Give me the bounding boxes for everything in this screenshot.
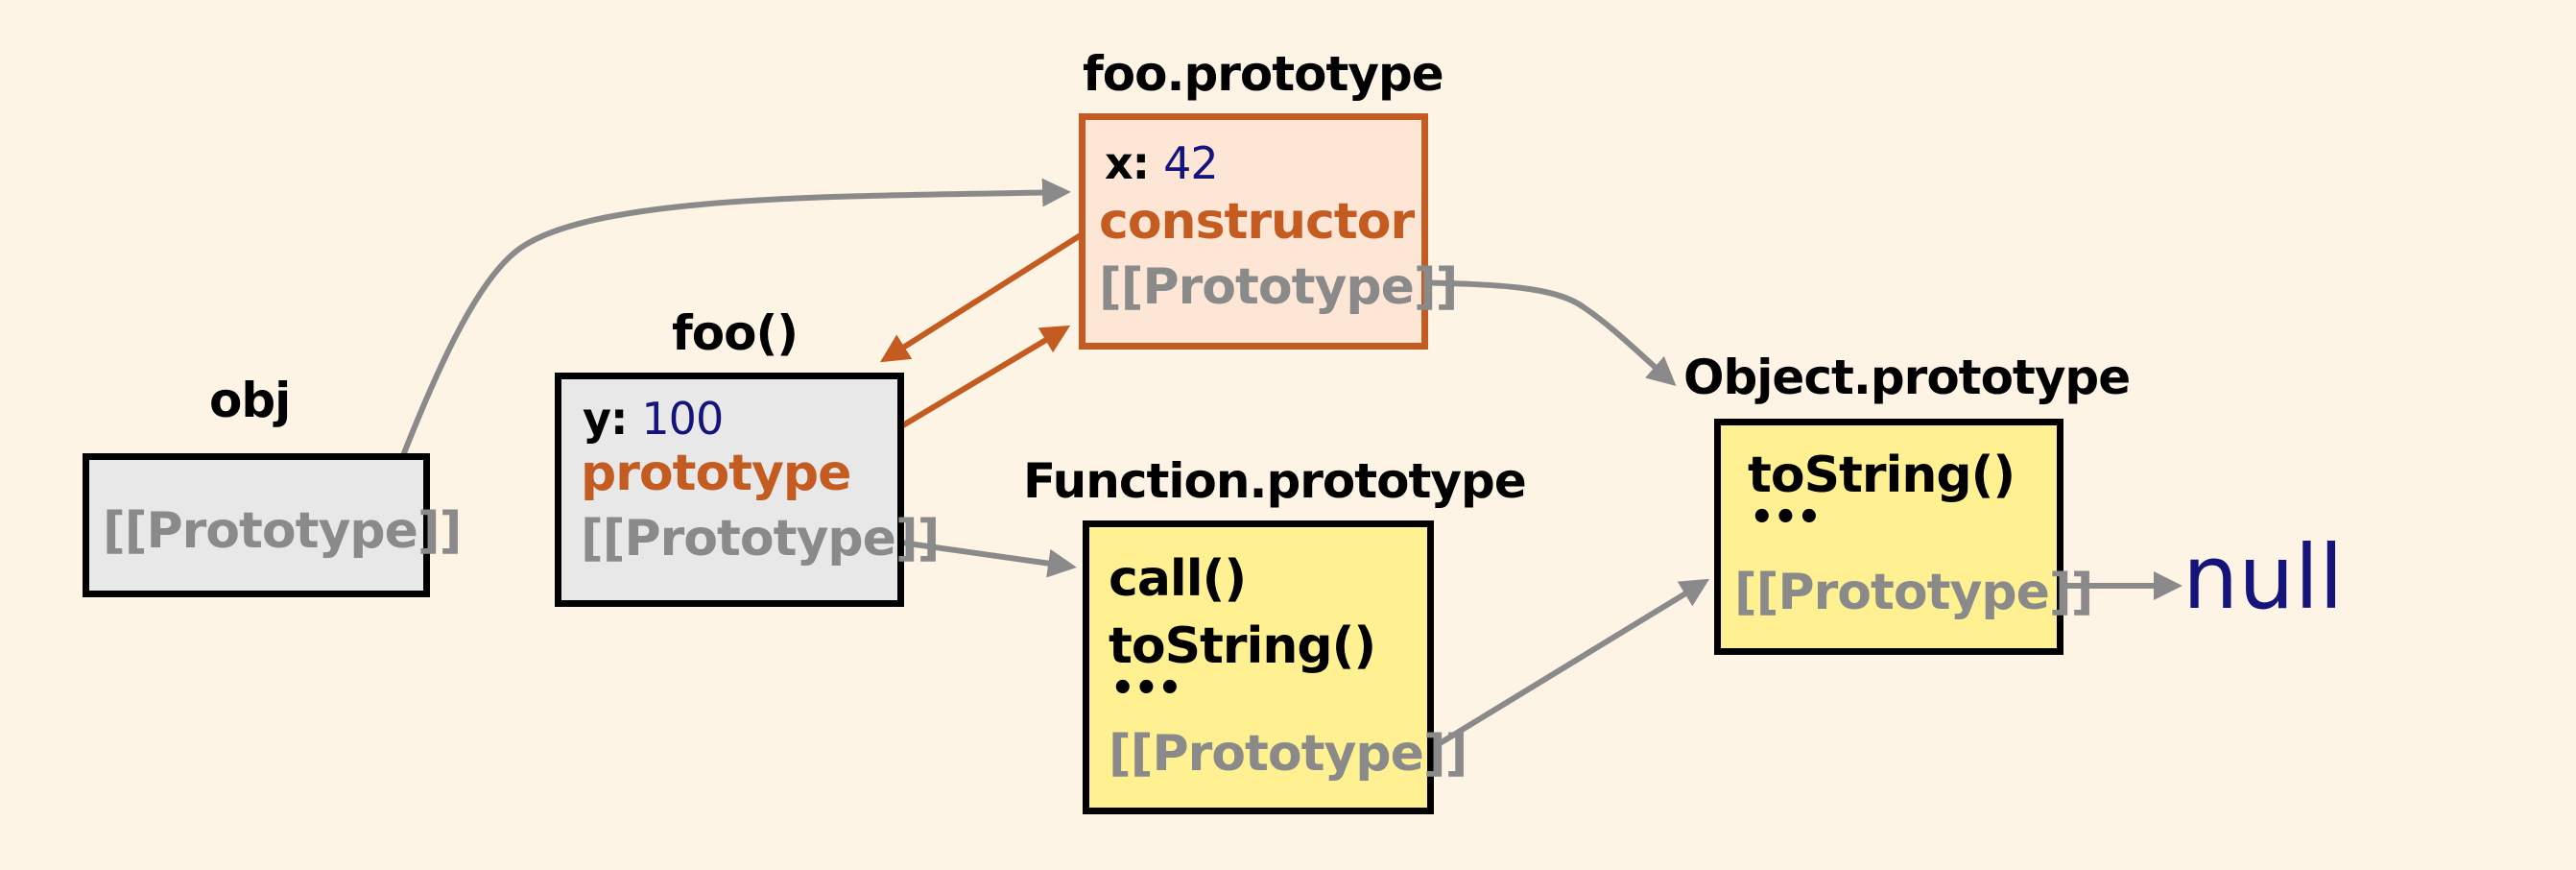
- obj-box: [[Prototype]]: [83, 453, 462, 597]
- foo-prototype-constructor: constructor: [1099, 193, 1415, 251]
- foo-prototype-title: foo.prototype: [1083, 46, 1444, 102]
- arrow-foo-prototype-to-object-prototype: [1408, 279, 1677, 386]
- obj-title: obj: [209, 373, 291, 428]
- foo-prototype-x-key: x:: [1105, 137, 1150, 189]
- function-prototype-proto-label: [[Prototype]]: [1109, 725, 1467, 783]
- function-prototype-box: call() toString() ••• [[Prototype]]: [1083, 520, 1467, 814]
- object-prototype-tostring: toString(): [1748, 447, 2015, 504]
- arrow-obj-to-foo-prototype: [391, 178, 1071, 482]
- object-prototype-box: toString() ••• [[Prototype]]: [1714, 419, 2093, 655]
- null-terminal: null: [2182, 526, 2344, 629]
- foo-y-key: y:: [583, 393, 628, 445]
- arrow-function-prototype-to-object-prototype: [1413, 578, 1710, 761]
- foo-prototype-box: x: 42 constructor [[Prototype]]: [1079, 113, 1458, 350]
- object-prototype-ellipsis: •••: [1750, 495, 1822, 540]
- function-prototype-tostring: toString(): [1109, 617, 1376, 675]
- object-prototype-proto-label: [[Prototype]]: [1734, 564, 2093, 621]
- foo-prototype-x-value: 42: [1163, 137, 1219, 189]
- function-prototype-title: Function.prototype: [1023, 453, 1527, 509]
- foo-y-prop: y: 100: [583, 397, 724, 441]
- foo-y-value: 100: [641, 393, 724, 445]
- foo-prototype-x-prop: x: 42: [1105, 141, 1219, 185]
- foo-title: foo(): [672, 305, 799, 361]
- function-prototype-call: call(): [1109, 550, 1247, 608]
- arrow-foo-to-function-prototype: [880, 537, 1077, 578]
- arrow-constructor-to-foo: [879, 224, 1096, 363]
- foo-prototype-proto-label: [[Prototype]]: [1099, 258, 1458, 316]
- obj-proto-label: [[Prototype]]: [103, 502, 462, 560]
- foo-prototype-prop: prototype: [581, 445, 851, 502]
- object-prototype-title: Object.prototype: [1683, 350, 2131, 405]
- foo-box: y: 100 prototype [[Prototype]]: [555, 373, 940, 607]
- foo-proto-label: [[Prototype]]: [581, 510, 940, 568]
- function-prototype-ellipsis: •••: [1110, 666, 1182, 711]
